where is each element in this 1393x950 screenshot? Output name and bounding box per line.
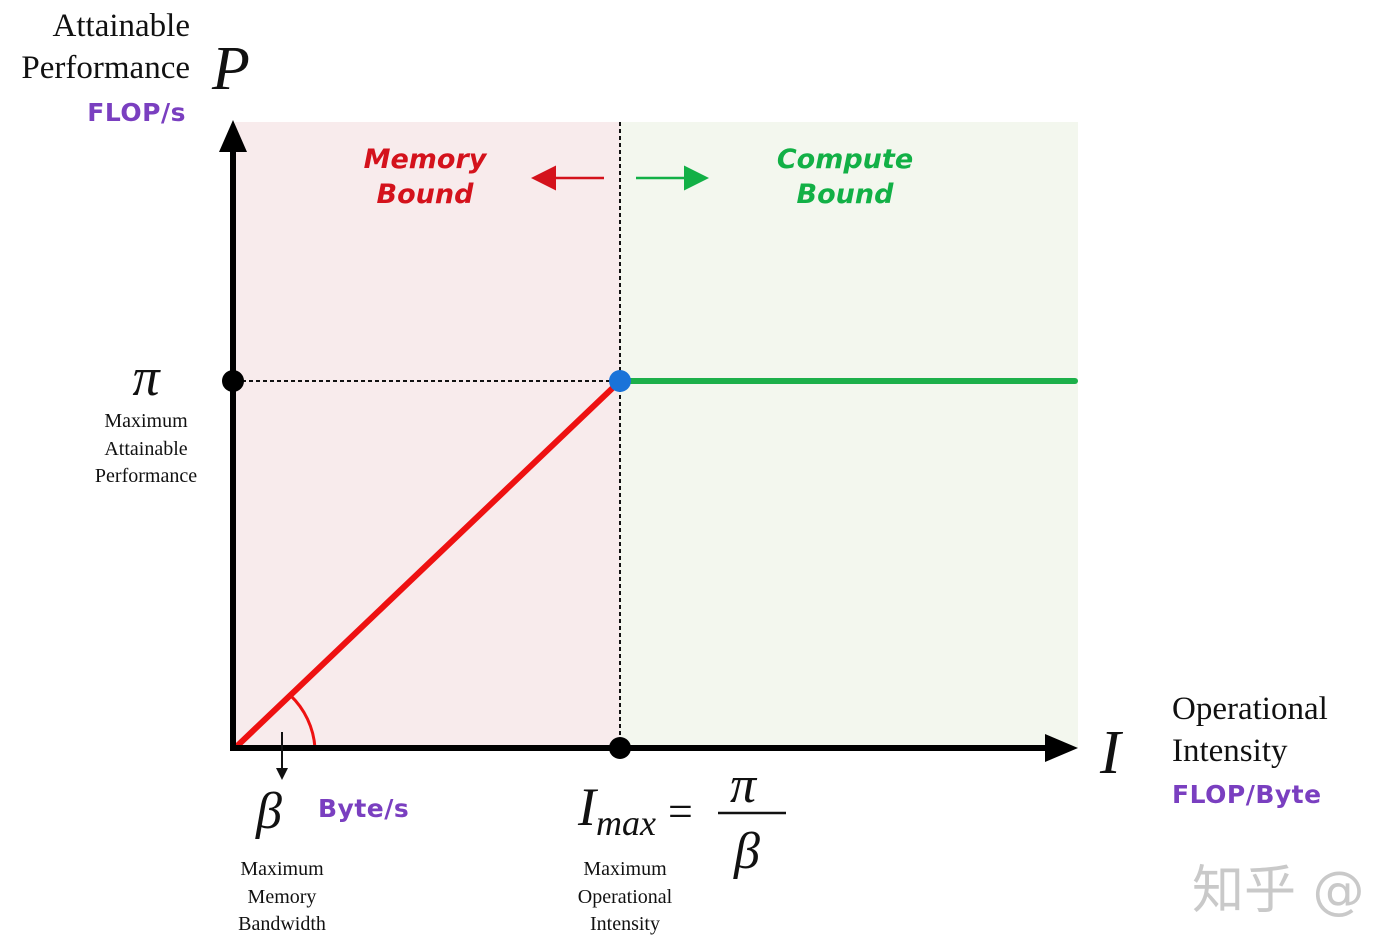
memory-bound-label-line1: Memory [363, 144, 487, 175]
imax-axis-point [609, 737, 631, 759]
beta-description: Maximum Memory Bandwidth [202, 856, 362, 939]
zhihu-watermark: 知乎 @ [1192, 861, 1365, 921]
pi-desc-line2: Attainable [104, 437, 188, 460]
pi-desc-line3: Performance [94, 465, 198, 487]
memory-bound-roof-line [232, 378, 623, 751]
y-axis-symbol: P [212, 35, 250, 103]
compute-bound-label-line1: Compute [776, 144, 914, 175]
compute-bound-label: Compute Bound [760, 142, 930, 212]
imax-numerator: π [730, 757, 757, 814]
beta-unit: Byte/s [318, 794, 410, 823]
memory-bound-label: Memory Bound [340, 142, 510, 212]
imax-symbol: Imax [578, 776, 656, 843]
memory-bound-label-line2: Bound [376, 179, 474, 210]
pi-description: Maximum Attainable Performance [66, 408, 226, 491]
beta-slope-angle-arc [288, 693, 317, 749]
imax-equals: = [668, 787, 693, 836]
x-axis-title-line1: Operational [1172, 691, 1328, 727]
y-axis-title-line1: Attainable [52, 8, 190, 44]
pi-desc-line1: Maximum [104, 410, 188, 432]
x-axis-symbol: I [1100, 719, 1121, 787]
imax-subscript: max [595, 803, 656, 843]
beta-desc-line2: Memory [247, 885, 317, 908]
x-axis-title-line2: Intensity [1172, 733, 1288, 769]
imax-denominator: β [734, 823, 760, 880]
beta-desc-line1: Maximum [240, 858, 324, 880]
y-axis-arrowhead [219, 120, 247, 152]
memory-bound-region [235, 122, 620, 748]
x-axis-title: Operational Intensity [1172, 688, 1328, 772]
pi-axis-point [222, 370, 244, 392]
compute-bound-region [620, 122, 1078, 748]
ridge-point [609, 370, 631, 392]
imax-main: I [578, 777, 596, 837]
compute-bound-label-line2: Bound [796, 179, 894, 210]
imax-desc-line1: Maximum [583, 858, 667, 880]
y-axis-title-line2: Performance [21, 50, 190, 86]
beta-symbol: β [256, 783, 282, 840]
x-axis-unit: FLOP/Byte [1172, 780, 1322, 809]
x-axis-arrowhead [1045, 734, 1078, 762]
y-axis-unit: FLOP/s [87, 98, 186, 127]
imax-desc-line2: Operational [577, 885, 673, 908]
imax-description: Maximum Operational Intensity [545, 856, 705, 939]
y-axis-title: Attainable Performance [0, 5, 190, 89]
imax-desc-line3: Intensity [590, 913, 660, 935]
beta-desc-line3: Bandwidth [238, 913, 326, 935]
beta-pointer-arrowhead [276, 768, 288, 780]
pi-symbol: π [132, 347, 160, 407]
